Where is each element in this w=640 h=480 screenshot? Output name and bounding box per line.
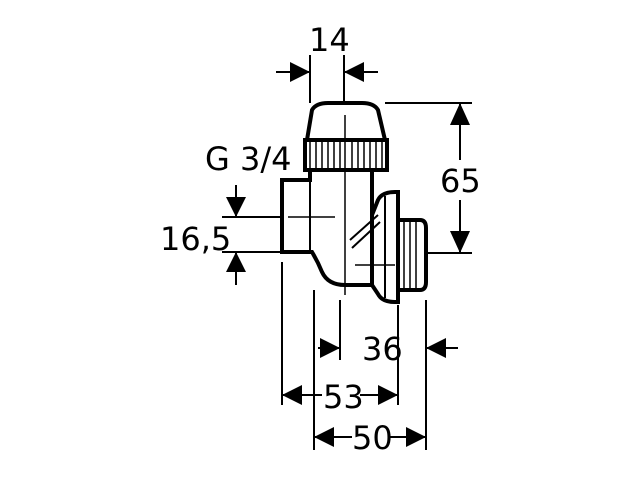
arrow-right-marker <box>290 62 310 82</box>
arrow-down-marker <box>226 197 246 217</box>
label-top-width: 14 <box>309 21 350 59</box>
dimension-height: 65 <box>385 102 481 254</box>
label-width-53: 53 <box>323 378 364 416</box>
knurl-pattern <box>309 142 383 168</box>
arrow-left-marker <box>314 427 334 447</box>
valve-body <box>280 101 428 304</box>
arrow-left-marker <box>426 338 446 358</box>
label-height: 65 <box>440 162 481 200</box>
label-thread: G 3/4 <box>205 140 291 178</box>
label-side-offset: 16,5 <box>160 220 231 258</box>
arrow-up-marker <box>226 252 246 272</box>
label-width-50: 50 <box>352 419 393 457</box>
arrow-left-marker <box>344 62 364 82</box>
label-outlet-depth: 36 <box>362 330 403 368</box>
dimension-width-50: 50 <box>314 419 426 457</box>
arrow-up-marker <box>450 103 470 125</box>
arrow-right-marker <box>320 338 340 358</box>
dimension-side-offset: 16,5 <box>160 185 282 285</box>
dimension-outlet-depth: 36 <box>313 290 458 450</box>
arrow-down-marker <box>450 231 470 253</box>
arrow-left-marker <box>282 385 302 405</box>
dimension-top-width: 14 <box>276 21 378 103</box>
arrow-right-marker <box>378 385 398 405</box>
arrow-right-marker <box>406 427 426 447</box>
dimension-width-53: 53 <box>281 262 399 416</box>
